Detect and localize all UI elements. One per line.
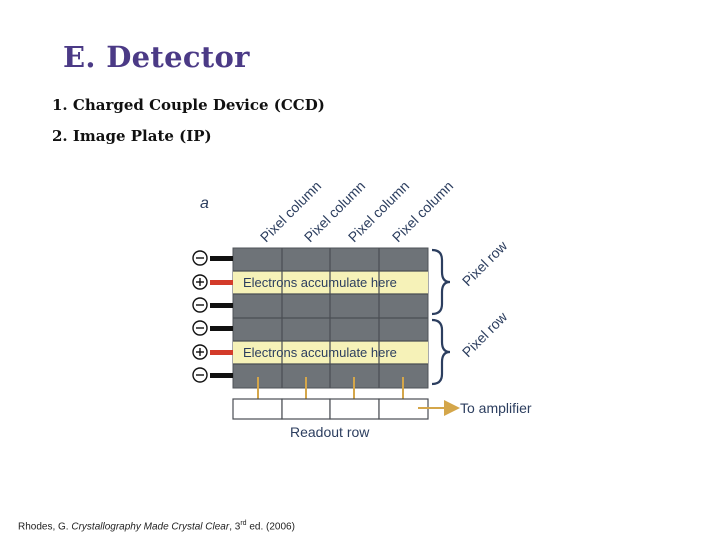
pixel-row-label: Pixel row <box>459 308 511 360</box>
grid-lines <box>233 248 428 388</box>
plus-sign-icon <box>192 274 208 290</box>
minus-sign-icon <box>192 320 208 336</box>
pixel-row-label: Pixel row <box>459 237 511 289</box>
slide-title: E. Detector <box>63 40 250 74</box>
minus-wire <box>210 373 233 378</box>
minus-wire <box>210 303 233 308</box>
citation: Rhodes, G. Crystallography Made Crystal … <box>18 520 295 532</box>
plus-wire <box>210 350 233 355</box>
minus-sign-icon <box>192 367 208 383</box>
readout-row <box>232 398 429 420</box>
list-item-ip: 2. Image Plate (IP) <box>52 127 212 145</box>
minus-wire <box>210 326 233 331</box>
citation-edition-sup: rd <box>240 520 247 527</box>
minus-sign-icon <box>192 250 208 266</box>
minus-wire <box>210 256 233 261</box>
readout-label: Readout row <box>290 424 370 440</box>
pixel-row-brace <box>431 248 451 316</box>
citation-edition: , 3 <box>229 521 241 533</box>
minus-sign-icon <box>192 297 208 313</box>
panel-label: a <box>200 195 209 212</box>
amplifier-label: To amplifier <box>460 400 532 416</box>
citation-author: Rhodes, G. <box>18 521 72 533</box>
citation-book: Crystallography Made Crystal Clear <box>71 521 230 533</box>
list-item-ccd: 1. Charged Couple Device (CCD) <box>52 96 325 114</box>
citation-rest: ed. (2006) <box>246 521 295 533</box>
plus-sign-icon <box>192 344 208 360</box>
plus-wire <box>210 280 233 285</box>
accumulate-label: Electrons accumulate here <box>243 345 397 360</box>
accumulate-label: Electrons accumulate here <box>243 275 397 290</box>
pixel-row-brace <box>431 318 451 386</box>
